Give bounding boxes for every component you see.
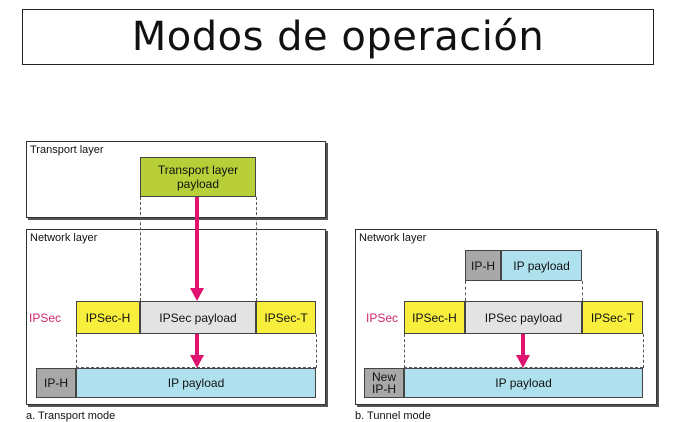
transport-guide-right-lower: [316, 334, 317, 368]
tunnel-ip-payload-top: IP payload: [501, 250, 582, 281]
flow-arrows: [190, 197, 530, 368]
transport-payload-box: Transport layer payload: [140, 157, 256, 197]
tunnel-ip-payload: IP payload: [404, 368, 643, 398]
tunnel-new-ip-header-text: New IP-H: [371, 370, 396, 396]
tunnel-ipsec-label: IPSec: [366, 311, 399, 325]
tunnel-ipsec-payload-text: IPSec payload: [484, 310, 563, 325]
transport-ipsec-header-text: IPSec-H: [85, 310, 131, 325]
tunnel-network-layer-label: Network layer: [359, 232, 427, 244]
title-box: Modos de operación: [22, 9, 654, 65]
page-title: Modos de operación: [131, 14, 545, 60]
arrow-head-ipsec-to-ip-transport: [190, 355, 204, 368]
tunnel-ipsec-payload: IPSec payload: [465, 301, 582, 334]
transport-guide-left: [140, 197, 141, 301]
transport-ip-header-text: IP-H: [44, 376, 68, 390]
tunnel-ip-payload-top-text: IP payload: [513, 258, 570, 273]
transport-ipsec-payload: IPSec payload: [140, 301, 256, 334]
transport-ipsec-label: IPSec: [29, 311, 62, 325]
transport-mode-caption: a. Transport mode: [26, 410, 116, 422]
transport-ipsec-payload-text: IPSec payload: [159, 310, 237, 325]
arrow-head-ipsec-to-ip-tunnel: [516, 355, 530, 368]
tunnel-ipsec-trailer-text: IPSec-T: [590, 310, 635, 325]
tunnel-mode-caption: b. Tunnel mode: [355, 410, 431, 422]
tunnel-new-ip-header: New IP-H: [364, 368, 404, 398]
tunnel-guide-bottom: [404, 367, 643, 368]
transport-layer-label: Transport layer: [30, 144, 104, 156]
transport-ipsec-trailer: IPSec-T: [256, 301, 316, 334]
transport-payload-text: Transport layer payload: [157, 163, 239, 191]
transport-ip-header: IP-H: [36, 368, 76, 398]
transport-guide-right: [256, 197, 257, 301]
tunnel-ipsec-trailer: IPSec-T: [582, 301, 643, 334]
tunnel-ip-header-top: IP-H: [465, 250, 501, 281]
transport-ip-payload-text: IP payload: [167, 376, 225, 390]
tunnel-guide-right-lower: [643, 334, 644, 368]
transport-guide-left-lower: [76, 334, 77, 368]
arrow-head-transport-to-ipsec: [190, 288, 204, 301]
tunnel-guide-right: [582, 281, 583, 301]
transport-ipsec-header: IPSec-H: [76, 301, 140, 334]
tunnel-ip-payload-text: IP payload: [495, 376, 552, 390]
tunnel-ip-header-top-text: IP-H: [471, 258, 495, 273]
transport-ip-payload: IP payload: [76, 368, 316, 398]
tunnel-guide-left-lower: [404, 334, 405, 368]
tunnel-guide-left: [465, 281, 466, 301]
transport-ipsec-trailer-text: IPSec-T: [264, 310, 308, 325]
tunnel-ipsec-header-text: IPSec-H: [412, 310, 457, 325]
tunnel-ipsec-header: IPSec-H: [404, 301, 465, 334]
transport-guide-bottom: [76, 367, 316, 368]
transport-network-layer-label: Network layer: [30, 232, 98, 244]
